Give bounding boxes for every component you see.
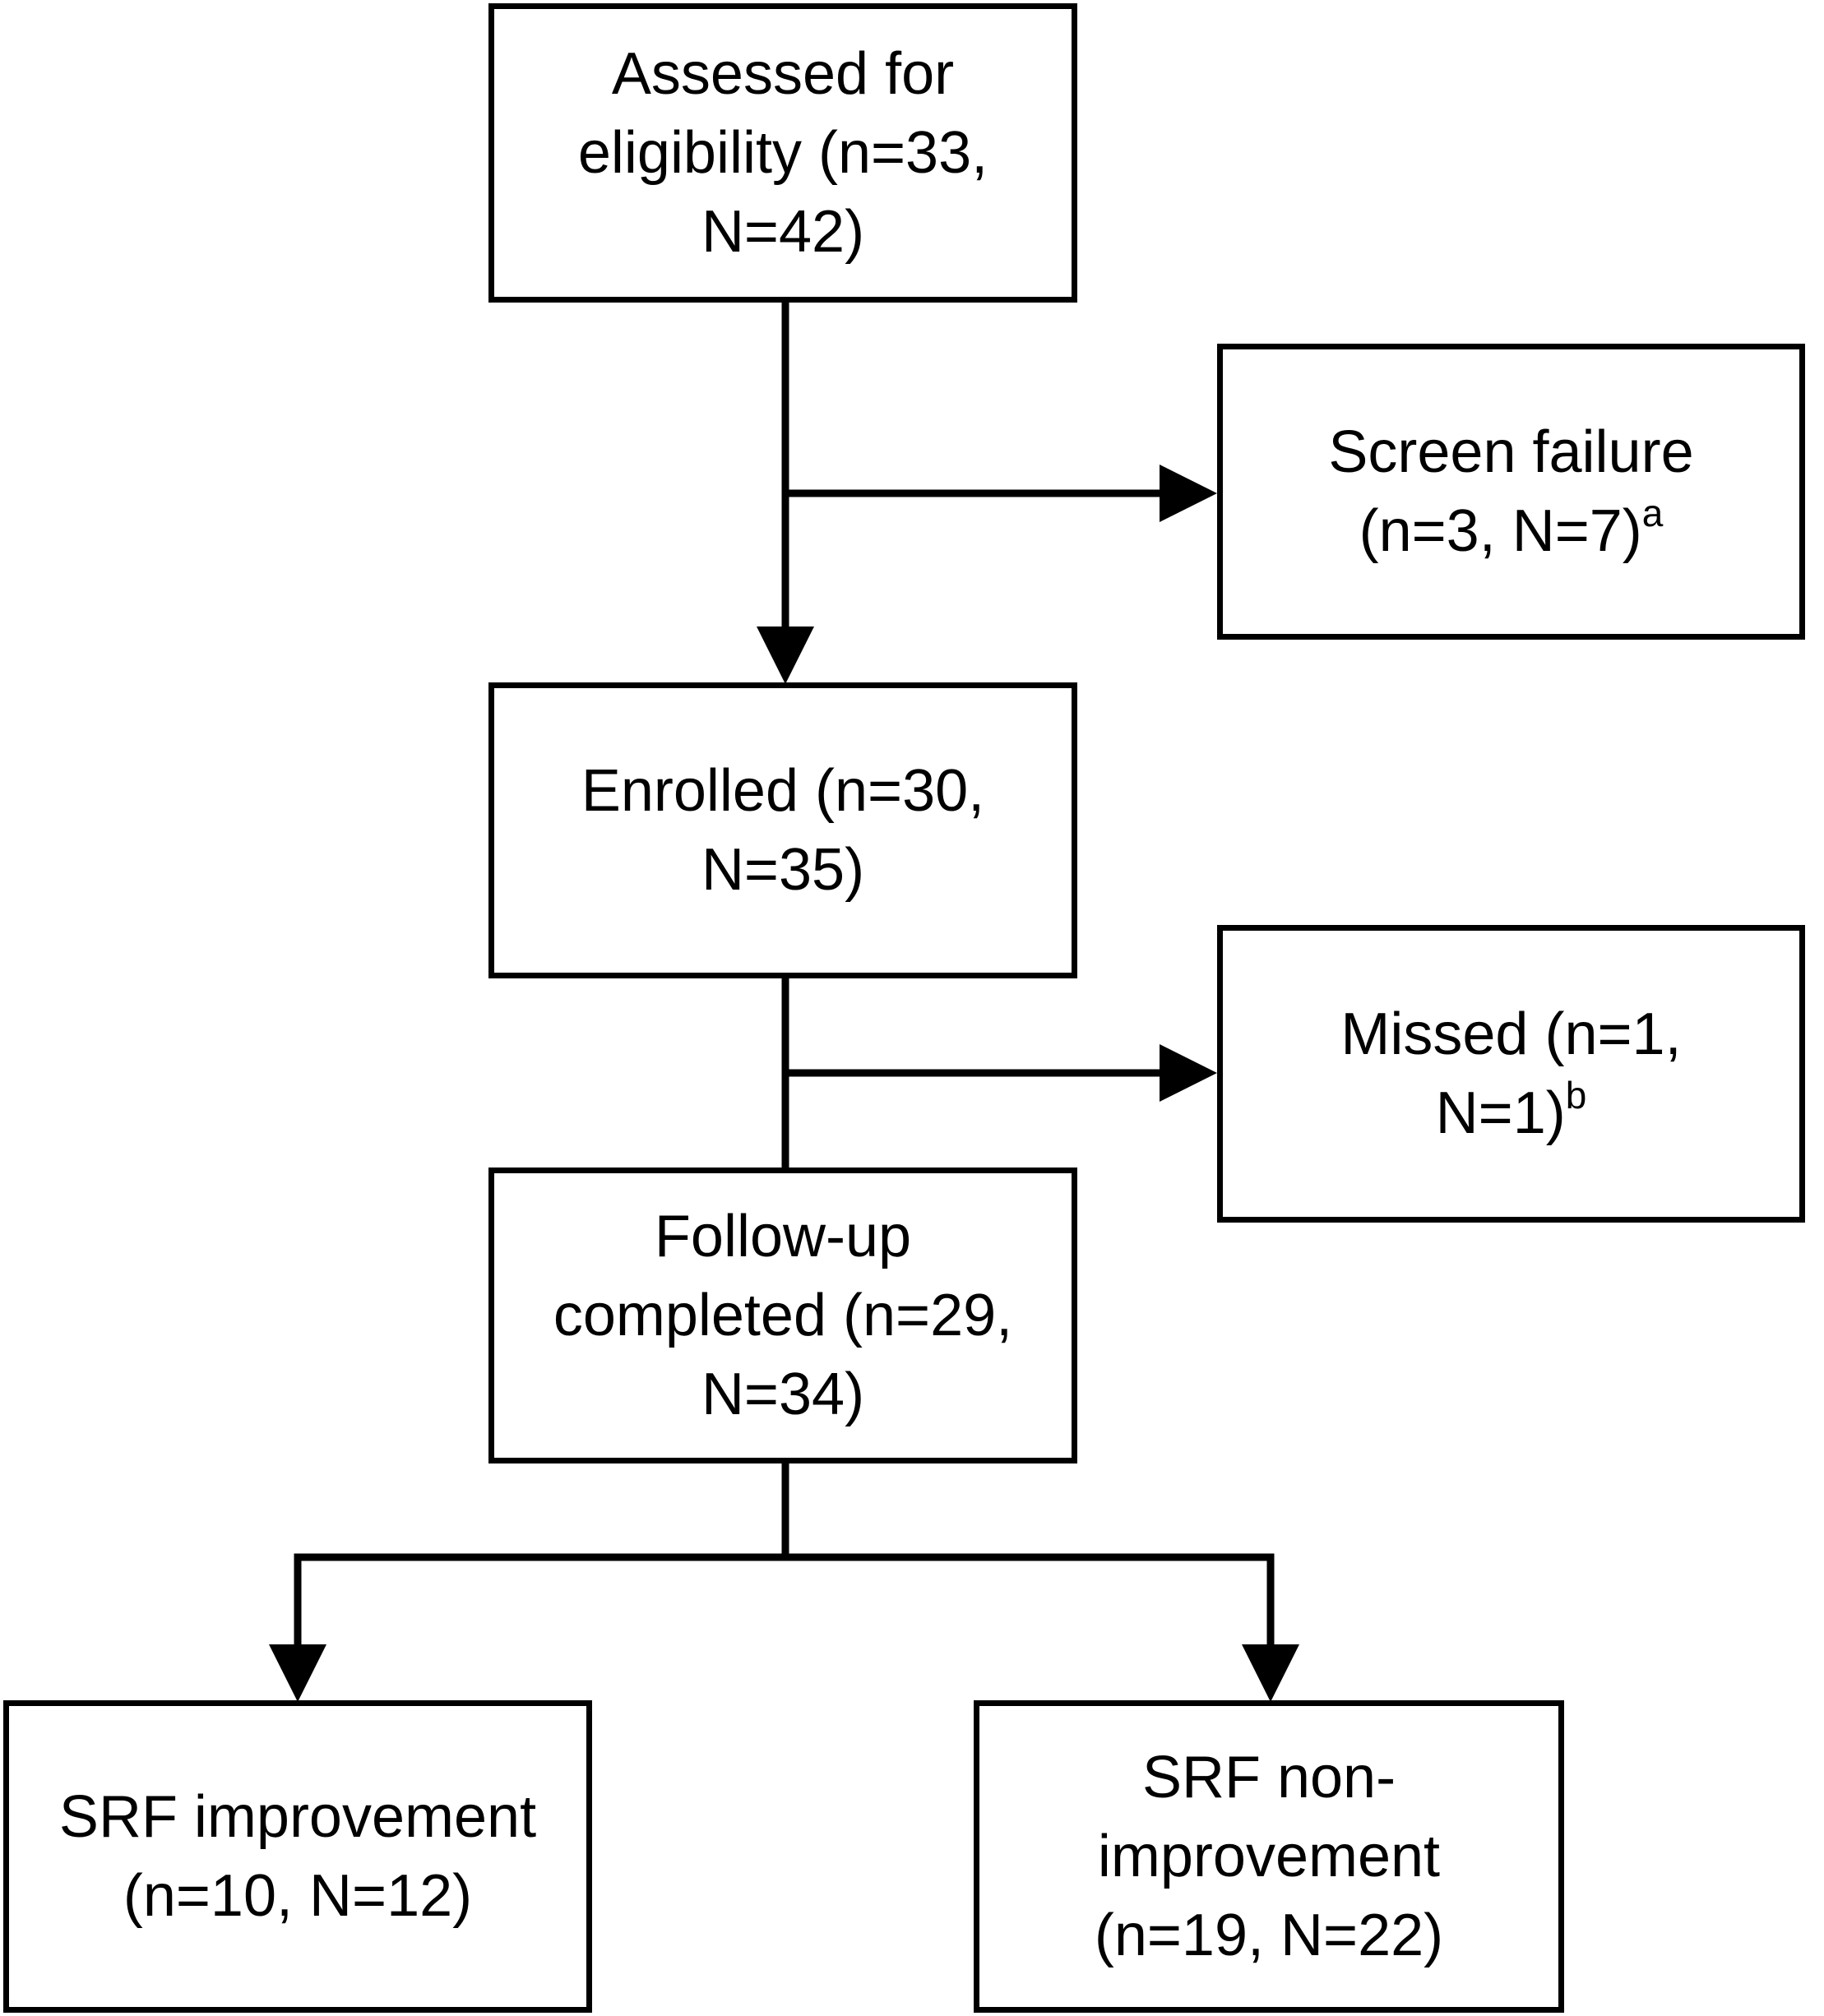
box-enrolled: Enrolled (n=30, N=35) — [488, 682, 1077, 978]
box-assessed-for-eligibility: Assessed for eligibility (n=33, N=42) — [488, 3, 1077, 303]
arrowhead-enrolled — [757, 627, 814, 684]
box-text: Assessed for eligibility (n=33, N=42) — [577, 41, 988, 265]
footnote-marker: b — [1565, 1074, 1587, 1117]
box-text: SRF non- improvement (n=19, N=22) — [1094, 1745, 1444, 1968]
box-follow-up-completed: Follow-up completed (n=29, N=34) — [488, 1168, 1077, 1463]
box-srf-improvement: SRF improvement (n=10, N=12) — [3, 1700, 592, 2013]
footnote-marker: a — [1641, 492, 1664, 534]
arrowhead-missed — [1160, 1044, 1217, 1102]
box-text: SRF improvement (n=10, N=12) — [58, 1784, 537, 1929]
arrowhead-srf-non-improvement — [1242, 1644, 1299, 1702]
box-text: Follow-up completed (n=29, N=34) — [553, 1204, 1013, 1427]
box-srf-non-improvement: SRF non- improvement (n=19, N=22) — [974, 1700, 1564, 2013]
edge-followup-branch — [294, 1553, 1275, 1653]
arrowhead-screen-failure — [1160, 465, 1217, 522]
box-text: Enrolled (n=30, N=35) — [581, 758, 985, 903]
box-screen-failure: Screen failure (n=3, N=7)a — [1217, 344, 1805, 640]
box-text: Screen failure (n=3, N=7) — [1328, 419, 1694, 564]
box-missed: Missed (n=1, N=1)b — [1217, 925, 1805, 1223]
box-text: Missed (n=1, N=1) — [1340, 1001, 1682, 1146]
arrowhead-srf-improvement — [269, 1644, 326, 1702]
